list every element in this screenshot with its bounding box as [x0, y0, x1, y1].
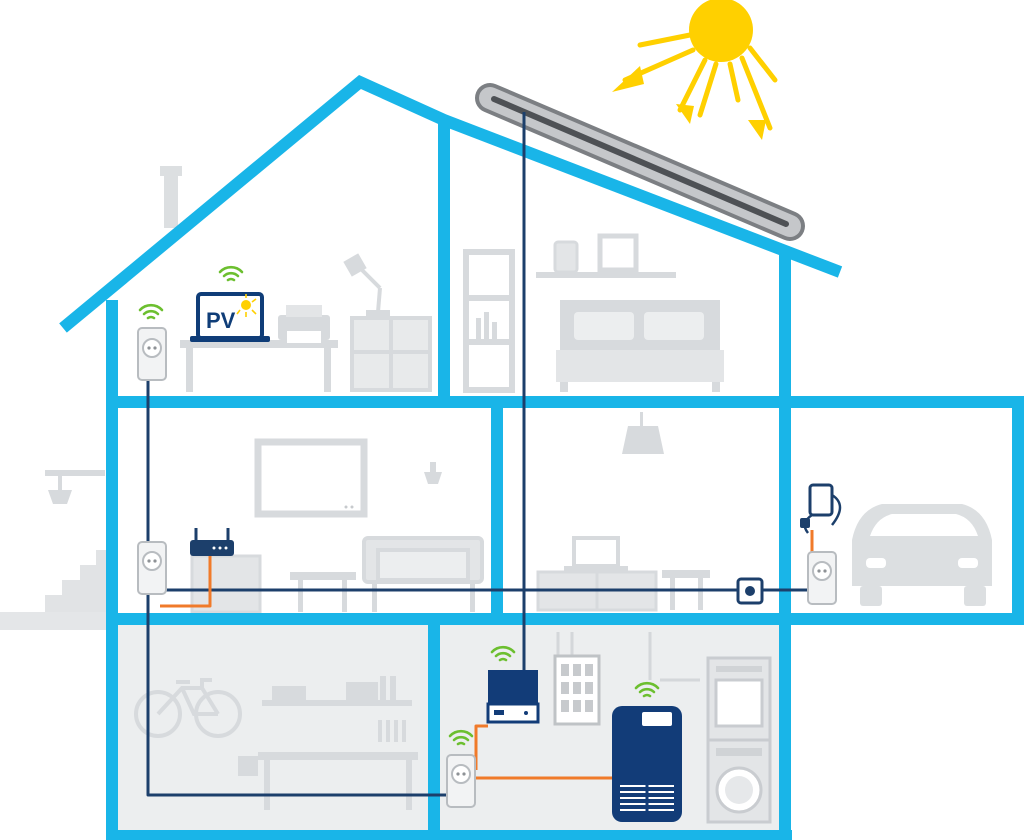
ev-charger-icon: [800, 483, 842, 534]
bedroom-furniture: [536, 233, 724, 392]
wifi-icon: [138, 303, 164, 320]
shelf-unit: [463, 249, 515, 393]
ceiling-lamp-icon: [622, 412, 664, 454]
desk-lamp-icon: [343, 253, 390, 316]
dresser: [350, 316, 432, 392]
network-cables: [146, 112, 814, 797]
inverter-icon: [486, 670, 540, 724]
tv-icon: [254, 438, 368, 518]
wifi-icon: [218, 265, 244, 282]
shelf-books: [476, 312, 497, 340]
wall-lamp-icon: [424, 462, 442, 484]
pv-laptop: PV: [190, 292, 270, 342]
living-room-furniture: [190, 438, 484, 614]
washing-machine-icon: [706, 738, 772, 824]
armchair: [362, 536, 484, 584]
picture-frame-1: [553, 240, 579, 274]
powerline-adapter-garage: [807, 551, 837, 605]
office-furniture: [180, 305, 338, 392]
study-furniture: [536, 412, 710, 612]
bicycle-icon: [134, 678, 242, 738]
workbench: [238, 752, 418, 810]
car-icon: [852, 504, 992, 606]
picture-frame-2: [597, 233, 639, 273]
sun-icon: [612, 0, 778, 140]
coffee-table: [290, 572, 356, 580]
powerline-adapter-top: [137, 327, 167, 381]
sideboard: [190, 554, 262, 614]
powerline-adapter-living: [137, 541, 167, 595]
wall-socket-icon: [736, 577, 764, 605]
utility-pipes: [556, 632, 700, 682]
basement-shelf: [262, 676, 412, 706]
ground-line: [0, 612, 112, 630]
laptop-small-icon: [572, 536, 620, 568]
dryer-icon: [706, 656, 772, 742]
chimney: [160, 166, 182, 228]
router-icon: [190, 528, 234, 556]
bed-frame: [556, 350, 724, 382]
outside-lamp-icon: [45, 470, 105, 504]
battery-storage-icon: [612, 706, 682, 822]
outside-stairs: [45, 550, 112, 612]
solar-panel: [475, 83, 805, 241]
tools-icon: [378, 720, 406, 742]
electrical-panel-icon: [553, 654, 601, 726]
pv-label: PV: [206, 308, 236, 333]
powerline-adapter-basement: [446, 754, 476, 808]
house-structure: [59, 74, 1024, 840]
small-table: [662, 570, 710, 578]
